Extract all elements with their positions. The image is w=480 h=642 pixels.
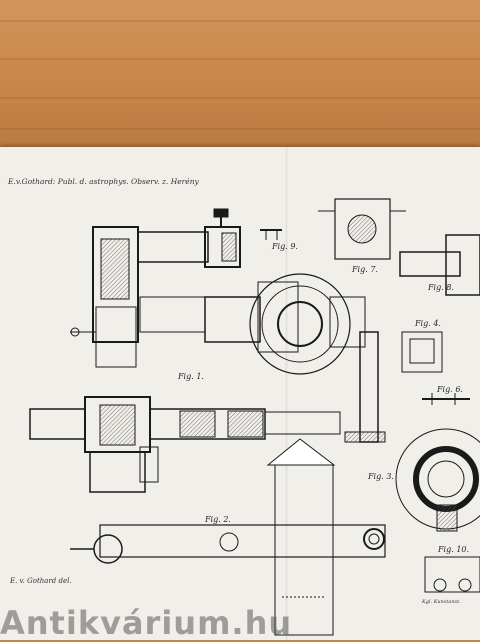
fig3-label: Fig. 3. xyxy=(368,472,394,481)
page-fold xyxy=(285,147,288,640)
fig2-tube xyxy=(70,524,386,564)
fig4-label: Fig. 4. xyxy=(415,319,441,328)
wood-grain xyxy=(0,58,480,60)
fig10-label: Fig. 10. xyxy=(438,545,470,554)
wood-grain xyxy=(0,128,480,130)
fig7-frame xyxy=(334,198,391,260)
fig3-ring xyxy=(395,428,480,532)
fig2-label: Fig. 2. xyxy=(205,515,231,524)
fig8-label: Fig. 8. xyxy=(428,283,454,292)
fig5-column xyxy=(266,438,336,636)
printer-credit: Kgl. Kunstanst. xyxy=(422,599,461,605)
fig4-plate xyxy=(401,331,443,373)
wood-grain xyxy=(0,20,480,22)
wooden-table-background xyxy=(0,0,480,150)
fig10-body xyxy=(424,556,480,593)
fig1-label: Fig. 1. xyxy=(178,372,204,381)
fig7-label: Fig. 7. xyxy=(352,265,378,274)
fig9-label: Fig. 9. xyxy=(272,242,298,251)
plate-header: E.v.Gothard: Publ. d. astrophys. Observ.… xyxy=(8,177,199,186)
fig6-label: Fig. 6. xyxy=(437,385,463,394)
fig4-inner xyxy=(409,338,435,364)
fig1-apparatus xyxy=(29,208,386,493)
wood-grain xyxy=(0,97,480,99)
draftsman-credit: E. v. Gothard del. xyxy=(10,577,72,585)
technical-drawing xyxy=(29,198,480,636)
watermark: Antikvárium.hu xyxy=(0,604,293,642)
engraved-plate-sheet: E.v.Gothard: Publ. d. astrophys. Observ.… xyxy=(0,147,480,640)
fig8-body xyxy=(399,251,461,277)
